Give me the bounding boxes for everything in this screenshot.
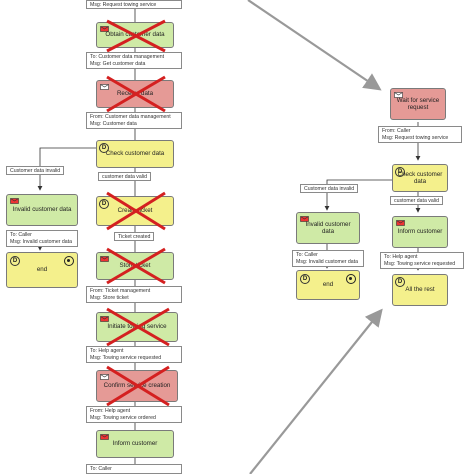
task-label: Confirm service creation <box>103 382 171 390</box>
task-store-ticket[interactable]: Store ticket <box>96 247 174 285</box>
task-label: Initiate towing service <box>107 323 167 331</box>
task-check-customer-data-right[interactable]: D Check customer data <box>392 164 448 192</box>
task-label: Receive data <box>116 90 154 98</box>
decision-icon: D <box>99 199 109 209</box>
task-wait-for-request[interactable]: Wait for service request <box>390 88 446 120</box>
envelope-icon <box>100 26 109 32</box>
message-store-ticket: From: Ticket management Msg: Store ticke… <box>86 286 182 303</box>
task-label: Invalid customer data <box>305 220 351 235</box>
envelope-icon <box>300 216 309 222</box>
task-inform-customer-right[interactable]: Inform customer <box>392 216 448 248</box>
envelope-icon <box>100 84 109 90</box>
task-inform-customer[interactable]: Inform customer <box>96 430 174 458</box>
end-event-icon <box>64 256 74 266</box>
task-label: Obtain customer data <box>105 31 165 39</box>
task-end-right[interactable]: D end <box>296 270 360 300</box>
task-check-customer-data[interactable]: D Check customer data <box>96 140 174 168</box>
message-to-caller: To: Caller <box>86 464 182 474</box>
condition-valid: customer data valid <box>98 172 151 181</box>
envelope-icon <box>100 256 109 262</box>
message-from-caller: From: Caller Msg: Request towing service <box>378 126 462 143</box>
decision-icon: D <box>395 167 405 177</box>
envelope-icon <box>394 92 403 98</box>
decision-icon: D <box>99 143 109 153</box>
message-invalid-customer-data: To: Caller Msg: Invalid customer data <box>6 230 78 247</box>
message-invalid-right: To: Caller Msg: Invalid customer data <box>292 250 364 267</box>
task-confirm-service[interactable]: Confirm service creation <box>96 365 178 407</box>
task-end[interactable]: D end <box>6 252 78 288</box>
envelope-icon <box>100 374 109 380</box>
task-label: end <box>36 266 48 274</box>
envelope-icon <box>100 316 109 322</box>
task-label: All the rest <box>405 286 435 294</box>
task-create-ticket[interactable]: D Create ticket <box>96 191 174 231</box>
task-receive-data[interactable]: Receive data <box>96 75 174 113</box>
task-label: Check customer data <box>397 170 443 185</box>
message-from-customer-data: From: Customer data management Msg: Cust… <box>86 112 182 129</box>
message-help-agent-right: To: Help agent Msg: Towing service reque… <box>380 252 464 269</box>
message-request-towing: Msg: Request towing service <box>86 0 182 9</box>
envelope-icon <box>100 434 109 440</box>
task-label: Invalid customer data <box>12 206 72 214</box>
message-get-customer-data: To: Customer data management Msg: Get cu… <box>86 52 182 69</box>
envelope-icon <box>10 198 19 204</box>
condition-valid-right: customer data valid <box>390 196 443 205</box>
task-label: Inform customer <box>112 440 158 448</box>
task-label: Wait for service request <box>396 96 440 111</box>
task-obtain-customer-data[interactable]: Obtain customer data <box>96 19 174 53</box>
task-initiate-towing[interactable]: Initiate towing service <box>96 307 178 347</box>
task-invalid-customer-data-right[interactable]: Invalid customer data <box>296 212 360 244</box>
decision-icon: D <box>395 277 405 287</box>
condition-ticket-created: Ticket created <box>114 232 155 241</box>
task-label: Store ticket <box>119 262 151 270</box>
end-event-icon <box>346 274 356 284</box>
condition-invalid: Customer data invalid <box>6 166 65 175</box>
message-towing-ordered: From: Help agent Msg: Towing service ord… <box>86 406 182 423</box>
message-help-agent: To: Help agent Msg: Towing service reque… <box>86 346 182 363</box>
task-label: end <box>322 281 334 289</box>
task-invalid-customer-data[interactable]: Invalid customer data <box>6 194 78 226</box>
task-label: Check customer data <box>105 150 165 158</box>
condition-invalid-right: Customer data invalid <box>300 184 359 193</box>
task-all-the-rest[interactable]: D All the rest <box>392 274 448 306</box>
task-label: Inform customer <box>397 228 443 236</box>
decision-icon: D <box>10 256 20 266</box>
envelope-icon <box>396 220 405 226</box>
task-label: Create ticket <box>117 207 153 215</box>
decision-icon: D <box>300 274 310 284</box>
